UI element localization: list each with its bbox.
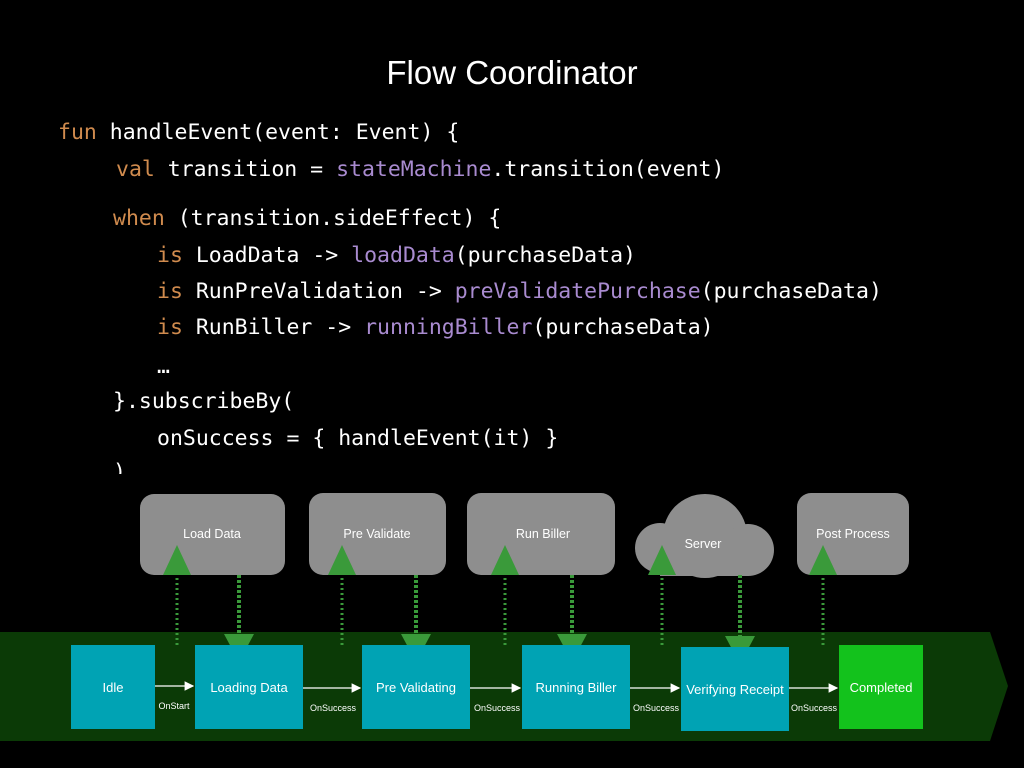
code-line-6: is RunBiller -> runningBiller(purchaseDa… bbox=[157, 317, 714, 339]
code-text: (purchaseData) bbox=[700, 279, 882, 304]
code-function: loadData bbox=[351, 243, 455, 268]
side-effect-pre-validate: Pre Validate bbox=[309, 493, 446, 575]
code-function: preValidatePurchase bbox=[454, 279, 701, 304]
state-loading-data: Loading Data bbox=[195, 645, 303, 729]
code-keyword: is bbox=[157, 243, 183, 268]
code-keyword: when bbox=[113, 206, 165, 231]
state-idle: Idle bbox=[71, 645, 155, 729]
state-completed: Completed bbox=[839, 645, 923, 729]
code-function: runningBiller bbox=[364, 315, 533, 340]
code-text: handleEvent(event: Event) { bbox=[96, 120, 460, 145]
code-block: fun handleEvent(event: Event) { val tran… bbox=[58, 122, 882, 474]
event-label: OnStart bbox=[158, 701, 190, 711]
code-text: RunBiller -> bbox=[182, 315, 365, 340]
code-text: (transition.sideEffect) { bbox=[164, 206, 502, 231]
side-effect-load-data: Load Data bbox=[140, 494, 285, 575]
side-effect-label: Run Biller bbox=[516, 527, 570, 541]
code-line-10: ) bbox=[113, 460, 126, 474]
side-effect-label: Load Data bbox=[183, 527, 241, 541]
state-label: Verifying Receipt bbox=[686, 682, 784, 697]
page-title: Flow Coordinator bbox=[386, 54, 638, 91]
side-effect-label: Server bbox=[685, 537, 722, 551]
code-text: RunPreValidation -> bbox=[182, 279, 455, 304]
up-arrow-head bbox=[809, 545, 837, 575]
event-label: OnSuccess bbox=[310, 703, 357, 713]
code-line-4: is LoadData -> loadData(purchaseData) bbox=[157, 245, 636, 267]
event-label: OnSuccess bbox=[474, 703, 521, 713]
up-arrow-head bbox=[328, 545, 356, 575]
code-text: .transition(event) bbox=[491, 157, 725, 182]
state-label: Running Biller bbox=[536, 680, 618, 695]
up-arrow-head bbox=[163, 545, 191, 575]
code-keyword: val bbox=[116, 157, 155, 182]
code-line-3: when (transition.sideEffect) { bbox=[113, 208, 501, 230]
state-label: Completed bbox=[850, 680, 913, 695]
code-function: stateMachine bbox=[336, 157, 492, 182]
code-text: (purchaseData) bbox=[532, 315, 714, 340]
side-effect-post-process: Post Process bbox=[797, 493, 909, 575]
state-pre-validating: Pre Validating bbox=[362, 645, 470, 729]
event-label: OnSuccess bbox=[633, 703, 680, 713]
side-effect-run-biller: Run Biller bbox=[467, 493, 615, 575]
state-label: Loading Data bbox=[210, 680, 288, 695]
side-effect-label: Pre Validate bbox=[343, 527, 410, 541]
code-line-5: is RunPreValidation -> preValidatePurcha… bbox=[157, 281, 882, 303]
state-running-biller: Running Biller bbox=[522, 645, 630, 729]
code-keyword: is bbox=[157, 315, 183, 340]
transition-arrows bbox=[155, 681, 839, 693]
up-arrow-head bbox=[648, 545, 676, 575]
event-label: OnSuccess bbox=[791, 703, 838, 713]
code-line-8: }.subscribeBy( bbox=[113, 389, 295, 414]
code-line-9: onSuccess = { handleEvent(it) } bbox=[157, 426, 559, 451]
server-cloud-icon: Server bbox=[635, 494, 774, 578]
code-text: LoadData -> bbox=[182, 243, 352, 268]
state-verifying-receipt: Verifying Receipt bbox=[681, 647, 789, 731]
code-line-2: val transition = stateMachine.transition… bbox=[116, 159, 724, 181]
up-arrow-head bbox=[491, 545, 519, 575]
state-label: Pre Validating bbox=[376, 680, 456, 695]
code-line-7: … bbox=[157, 354, 170, 379]
state-label: Idle bbox=[103, 680, 124, 695]
code-keyword: fun bbox=[58, 120, 97, 145]
code-text: transition = bbox=[154, 157, 337, 182]
side-effect-label: Post Process bbox=[816, 527, 890, 541]
code-text: (purchaseData) bbox=[454, 243, 636, 268]
code-keyword: is bbox=[157, 279, 183, 304]
code-line-1: fun handleEvent(event: Event) { bbox=[58, 122, 459, 144]
